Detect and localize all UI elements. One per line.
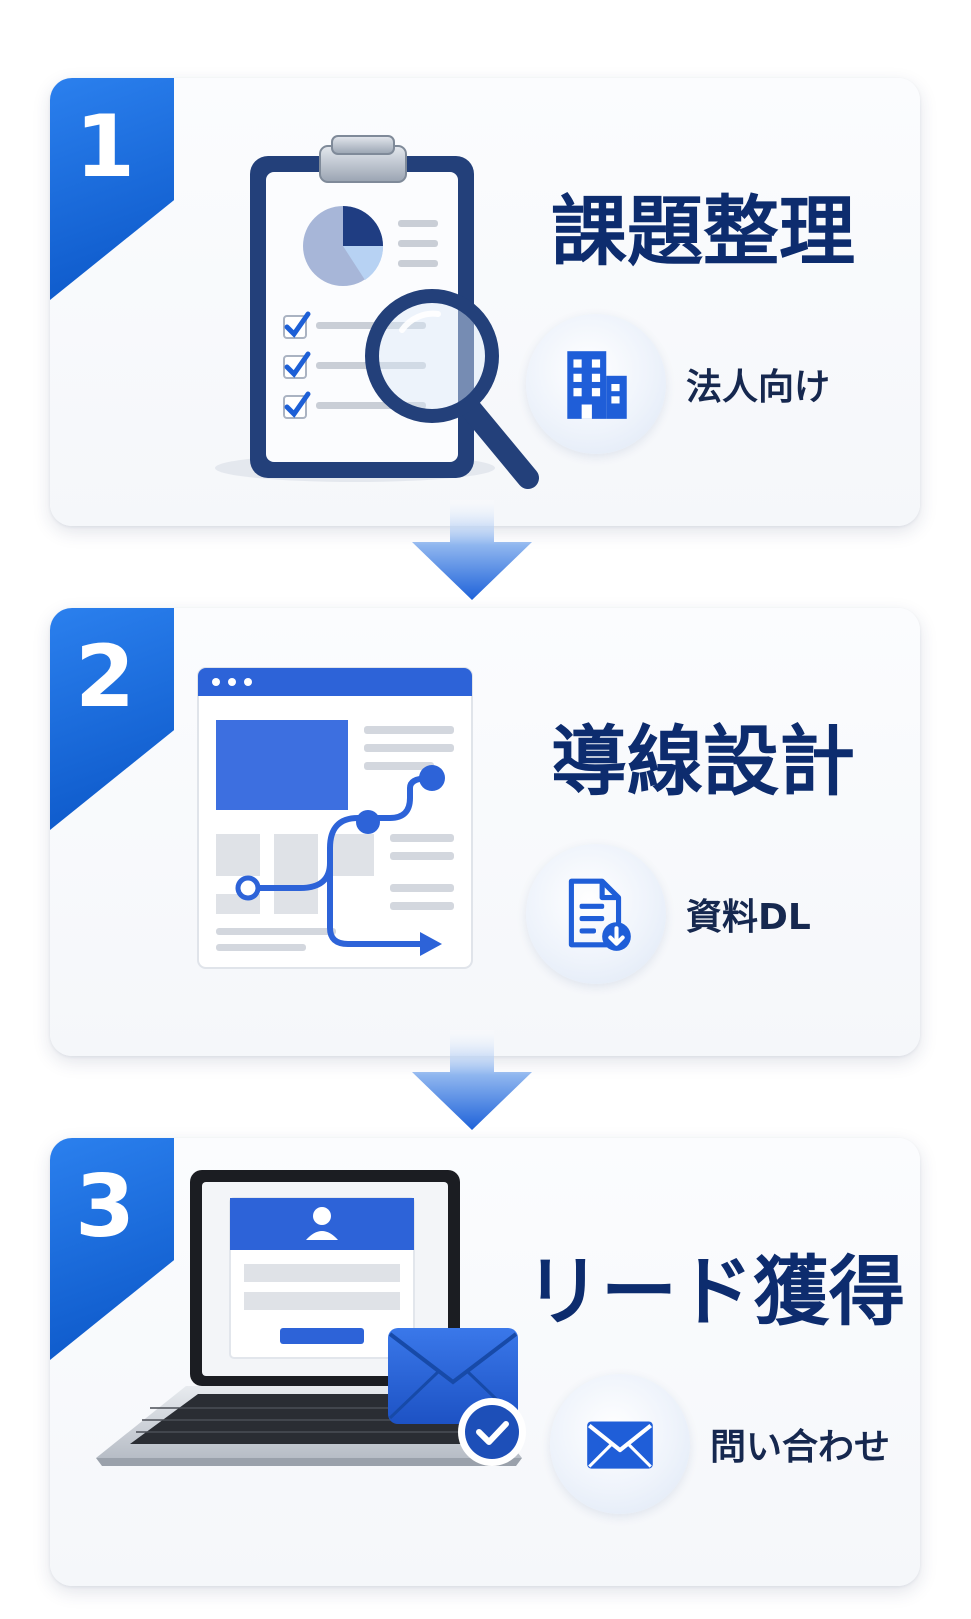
step-number-1: 1 xyxy=(75,97,135,197)
check-circle-icon xyxy=(458,1398,526,1466)
step-card-3: 3 xyxy=(50,1138,920,1586)
flow-arrow-down-1 xyxy=(412,500,532,600)
step-tag-1: 法人向け xyxy=(526,314,830,454)
laptop-email-illustration xyxy=(90,1168,540,1558)
tag-icon-circle xyxy=(526,844,666,984)
building-icon xyxy=(567,351,627,419)
step-card-1: 1 xyxy=(50,78,920,526)
tag-icon-circle xyxy=(550,1374,690,1514)
laptop-icon xyxy=(96,1170,526,1466)
magnifier-icon xyxy=(365,289,539,489)
arrow-down-icon xyxy=(412,1030,532,1130)
browser-window-icon xyxy=(197,667,473,969)
document-download-icon xyxy=(568,878,631,951)
flow-arrow-down-2 xyxy=(412,1030,532,1130)
step-title-1: 課題整理 xyxy=(551,187,855,276)
webpage-flow-illustration xyxy=(180,638,540,1028)
step-title-3: リード獲得 xyxy=(525,1247,905,1336)
step-tag-2: 資料DL xyxy=(526,844,811,984)
step-card-2: 2 xyxy=(50,608,920,1056)
step-number-2: 2 xyxy=(75,627,135,727)
arrow-down-icon xyxy=(412,500,532,600)
clipboard-magnifier-illustration xyxy=(180,108,540,498)
step-tag-label-1: 法人向け xyxy=(686,367,831,408)
tag-icon-circle xyxy=(526,314,666,454)
step-number-3: 3 xyxy=(75,1157,135,1257)
clipboard-icon xyxy=(215,135,539,489)
step-tag-3: 問い合わせ xyxy=(550,1374,890,1514)
step-tag-label-3: 問い合わせ xyxy=(710,1427,891,1468)
step-tag-label-2: 資料DL xyxy=(686,897,811,938)
step-title-2: 導線設計 xyxy=(551,717,855,806)
envelope-icon xyxy=(587,1421,653,1469)
